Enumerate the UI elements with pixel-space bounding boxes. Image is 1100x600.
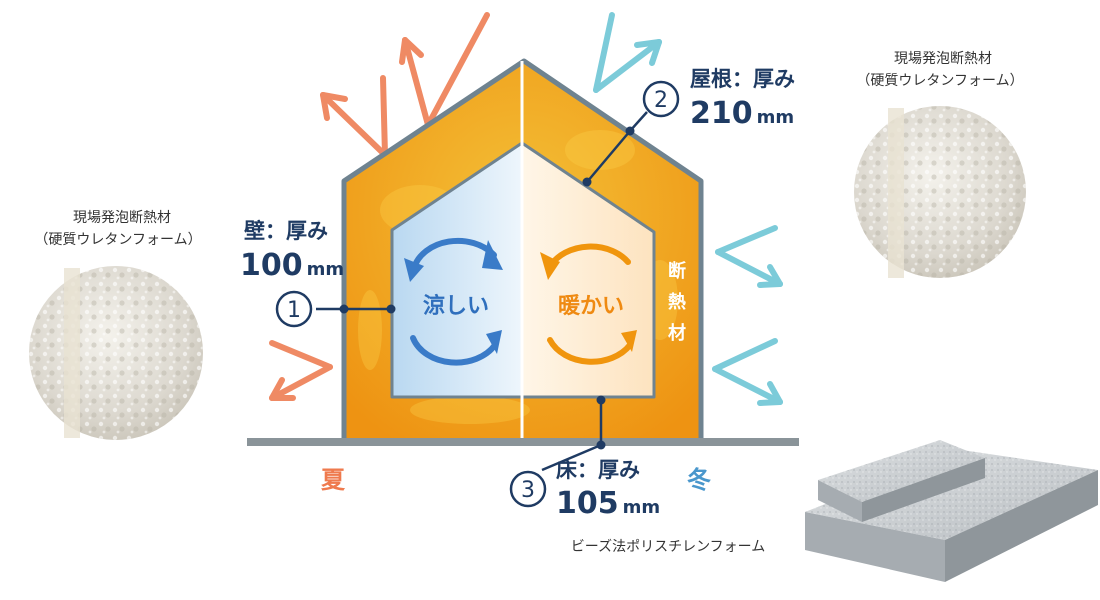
wall-value-number: 100 bbox=[240, 248, 303, 283]
right-material-sub: （硬質ウレタンフォーム） bbox=[856, 73, 1023, 89]
wall-number: 1 bbox=[287, 298, 301, 323]
roof-value-number: 210 bbox=[690, 96, 753, 131]
left-material-sub: （硬質ウレタンフォーム） bbox=[34, 232, 201, 248]
roof-number-badge bbox=[642, 80, 680, 118]
warm-room-label: 暖かい bbox=[558, 294, 624, 319]
left-material-name: 現場発泡断熱材 bbox=[73, 210, 171, 226]
right-foam-photo bbox=[854, 106, 1026, 278]
insulation-label: 断 熱 材 bbox=[668, 260, 686, 344]
warm-room bbox=[522, 143, 654, 397]
wall-number-badge bbox=[275, 290, 313, 328]
roof-number: 2 bbox=[654, 88, 668, 113]
floor-number-badge bbox=[509, 470, 547, 508]
summer-label: 夏 bbox=[321, 466, 346, 494]
insulation-label-char: 材 bbox=[668, 322, 686, 344]
cool-circulation-icon bbox=[404, 237, 503, 366]
roof-title: 屋根：厚み bbox=[690, 67, 795, 91]
foam-board-image bbox=[805, 440, 1098, 582]
warm-circulation-icon bbox=[540, 243, 637, 365]
left-foam-photo bbox=[29, 266, 203, 440]
floor-title: 床：厚み bbox=[556, 458, 640, 482]
foam-board-label: ビーズ法ポリスチレンフォーム bbox=[571, 539, 765, 555]
roof-value-unit: mm bbox=[757, 107, 795, 128]
winter-arrows bbox=[593, 12, 783, 406]
insulation-label-char: 断 bbox=[668, 260, 686, 282]
floor-value-unit: mm bbox=[623, 497, 661, 518]
insulation-label-char: 熱 bbox=[668, 291, 686, 313]
ground-line bbox=[247, 438, 799, 446]
winter-label: 冬 bbox=[687, 466, 711, 494]
wall-title: 壁：厚み bbox=[244, 219, 328, 243]
house bbox=[341, 58, 704, 444]
cool-room-label: 涼しい bbox=[423, 293, 489, 319]
floor-value-number: 105 bbox=[556, 486, 619, 521]
wall-value-unit: mm bbox=[307, 259, 345, 280]
summer-arrows bbox=[269, 12, 490, 401]
floor-number: 3 bbox=[521, 478, 535, 503]
right-material-name: 現場発泡断熱材 bbox=[894, 51, 992, 67]
